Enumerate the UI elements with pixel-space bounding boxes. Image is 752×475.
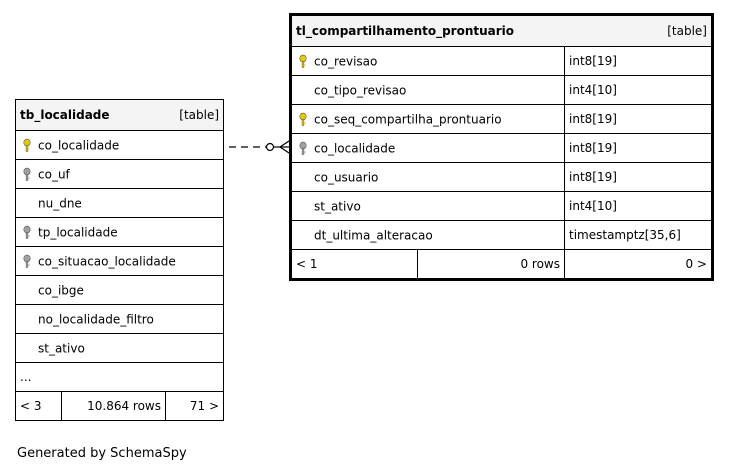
column-row[interactable]: co_uf — [14, 159, 225, 189]
column-type: int4[10] — [564, 75, 712, 105]
primary-key-icon — [299, 55, 307, 68]
column-type: int8[19] — [564, 162, 712, 192]
column-row[interactable]: no_localidade_filtro — [14, 304, 225, 334]
column-name: co_localidade — [38, 138, 120, 153]
column-name: no_localidade_filtro — [38, 312, 154, 327]
column-name: co_tipo_revisao — [314, 83, 407, 98]
ellipsis: ... — [14, 362, 225, 392]
column-type: int8[19] — [564, 46, 712, 76]
column-name: co_seq_compartilha_prontuario — [314, 112, 502, 127]
crowfoot-upper — [279, 140, 290, 148]
column-row[interactable]: co_seq_compartilha_prontuario int8[19] — [291, 104, 712, 134]
column-name: tp_localidade — [38, 225, 118, 240]
crowfoot-lower — [279, 146, 290, 154]
column-type: int8[19] — [564, 133, 712, 163]
column-row[interactable]: st_ativo — [14, 333, 225, 363]
table-name: tb_localidade — [20, 108, 110, 122]
column-name: co_uf — [38, 167, 70, 182]
column-name: dt_ultima_alteracao — [314, 228, 433, 243]
column-row[interactable]: co_tipo_revisao int4[10] — [291, 75, 712, 105]
row-count: 0 rows — [417, 249, 565, 279]
row-count: 10.864 rows — [61, 391, 166, 421]
children-count[interactable]: 0 > — [564, 249, 712, 279]
parents-count[interactable]: < 3 — [15, 391, 62, 421]
table-ellipsis-row: ... — [14, 362, 225, 392]
primary-key-icon — [299, 113, 307, 126]
index-key-icon — [23, 226, 31, 239]
column-row[interactable]: co_revisao int8[19] — [291, 46, 712, 76]
column-row[interactable]: co_localidade — [14, 130, 225, 160]
column-name: co_situacao_localidade — [38, 254, 176, 269]
index-key-icon — [23, 168, 31, 181]
column-name: co_ibge — [38, 283, 84, 298]
column-row[interactable]: tp_localidade — [14, 217, 225, 247]
table-type: [table] — [179, 108, 220, 122]
table-header: tb_localidade [table] — [14, 99, 225, 131]
column-row[interactable]: co_situacao_localidade — [14, 246, 225, 276]
zero-cardinality-circle — [265, 142, 275, 152]
column-row[interactable]: co_ibge — [14, 275, 225, 305]
table-tl-compartilhamento-prontuario[interactable]: tl_compartilhamento_prontuario [table] co… — [289, 13, 714, 281]
generated-by-footer: Generated by SchemaSpy — [17, 446, 187, 461]
parents-count[interactable]: < 1 — [291, 249, 418, 279]
column-type: timestamptz[35,6] — [564, 220, 712, 250]
table-header: tl_compartilhamento_prontuario [table] — [291, 15, 712, 47]
column-row[interactable]: dt_ultima_alteracao timestamptz[35,6] — [291, 220, 712, 250]
column-name: co_localidade — [314, 141, 396, 156]
column-type: int8[19] — [564, 104, 712, 134]
column-row[interactable]: co_usuario int8[19] — [291, 162, 712, 192]
table-name: tl_compartilhamento_prontuario — [296, 24, 515, 38]
column-name: co_revisao — [314, 54, 378, 69]
index-key-icon — [23, 255, 31, 268]
column-row[interactable]: nu_dne — [14, 188, 225, 218]
column-name: nu_dne — [38, 196, 82, 211]
table-footer: < 3 10.864 rows 71 > — [15, 391, 225, 421]
index-key-icon — [299, 142, 307, 155]
table-footer: < 1 0 rows 0 > — [291, 249, 712, 279]
primary-key-icon — [23, 139, 31, 152]
table-type: [table] — [667, 24, 707, 38]
column-name: st_ativo — [314, 199, 361, 214]
column-type: int4[10] — [564, 191, 712, 221]
children-count[interactable]: 71 > — [164, 391, 225, 421]
column-row[interactable]: st_ativo int4[10] — [291, 191, 712, 221]
column-name: st_ativo — [38, 341, 85, 356]
column-row[interactable]: co_localidade int8[19] — [291, 133, 712, 163]
column-name: co_usuario — [314, 170, 379, 185]
